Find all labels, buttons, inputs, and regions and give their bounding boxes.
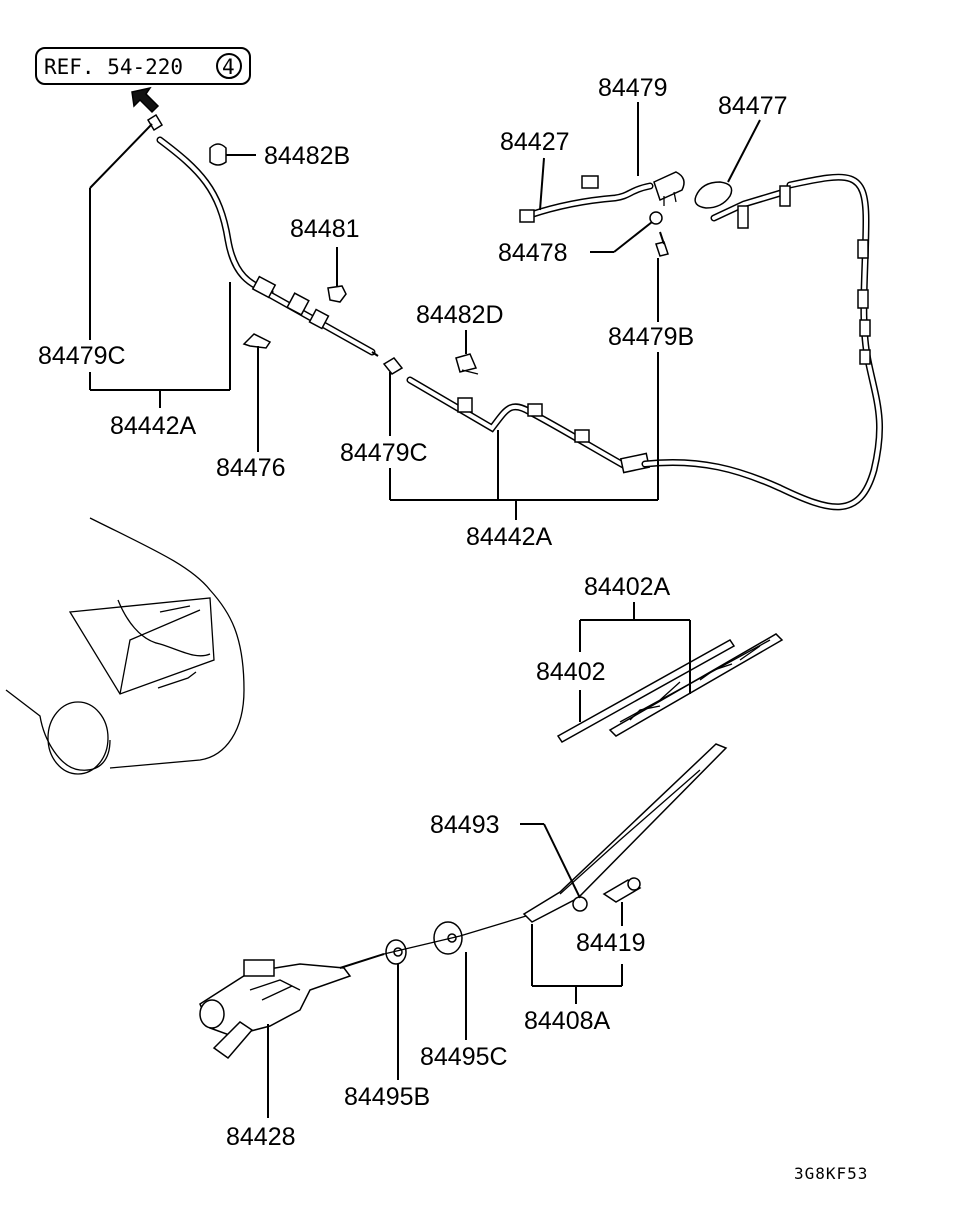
nozzle-84477[interactable] [694, 181, 791, 229]
label-84427[interactable]: 84427 [500, 128, 570, 156]
wiper-motor-84428[interactable] [199, 953, 385, 1060]
label-84479C-mid[interactable]: 84479C [340, 439, 428, 467]
washer-84495C[interactable] [433, 921, 463, 955]
spindle-line [383, 935, 461, 955]
hose-left [146, 113, 379, 357]
label-84478[interactable]: 84478 [498, 239, 568, 267]
screw-84476[interactable] [242, 333, 272, 349]
clip-84482D[interactable] [455, 353, 479, 375]
label-84428[interactable]: 84428 [226, 1123, 296, 1151]
label-84495B[interactable]: 84495B [344, 1083, 430, 1111]
reference-circle [216, 53, 242, 79]
label-84402A[interactable]: 84402A [584, 573, 671, 601]
label-84493[interactable]: 84493 [430, 811, 500, 839]
vehicle-sketch [5, 517, 245, 775]
label-84419[interactable]: 84419 [576, 929, 646, 957]
label-84479[interactable]: 84479 [598, 74, 668, 102]
spindle-line-2 [459, 915, 527, 937]
wiper-blade-assembly-84402A[interactable] [608, 633, 784, 737]
label-84402[interactable]: 84402 [536, 658, 606, 686]
grommet-84495B[interactable] [385, 939, 407, 965]
label-84476[interactable]: 84476 [216, 454, 286, 482]
clip-84481[interactable] [327, 285, 347, 303]
reference-box[interactable]: REF. 54-220 4 [35, 47, 251, 85]
nozzle-84479[interactable] [653, 171, 685, 206]
wiper-blade-84402[interactable] [556, 639, 736, 743]
label-84442A-left[interactable]: 84442A [110, 412, 197, 440]
wiper-arm-84408A[interactable] [522, 743, 728, 923]
nut-84493[interactable] [572, 896, 588, 912]
label-84477[interactable]: 84477 [718, 92, 788, 120]
label-84479C-left[interactable]: 84479C [38, 342, 126, 370]
arrow-up-left-icon [131, 86, 160, 114]
connector-84479C-mid[interactable] [382, 357, 404, 375]
reference-text: REF. 54-220 [44, 55, 183, 79]
connector-84479B[interactable] [655, 241, 669, 257]
cap-84419[interactable] [602, 877, 642, 903]
hose-middle [406, 376, 651, 474]
label-84482B[interactable]: 84482B [264, 142, 350, 170]
label-84495C[interactable]: 84495C [420, 1043, 508, 1071]
hose-84427[interactable] [519, 175, 654, 223]
label-84482D[interactable]: 84482D [416, 301, 504, 329]
label-84408A[interactable]: 84408A [524, 1007, 611, 1035]
reference-circle-number: 4 [222, 55, 235, 79]
leader-lines [89, 102, 761, 1118]
label-84442A-mid[interactable]: 84442A [466, 523, 553, 551]
label-84481[interactable]: 84481 [290, 215, 360, 243]
grommet-84478[interactable] [649, 211, 663, 225]
diagram-code: 3G8KF53 [794, 1164, 868, 1183]
hose-long-right [641, 173, 884, 511]
label-84479B[interactable]: 84479B [608, 323, 694, 351]
